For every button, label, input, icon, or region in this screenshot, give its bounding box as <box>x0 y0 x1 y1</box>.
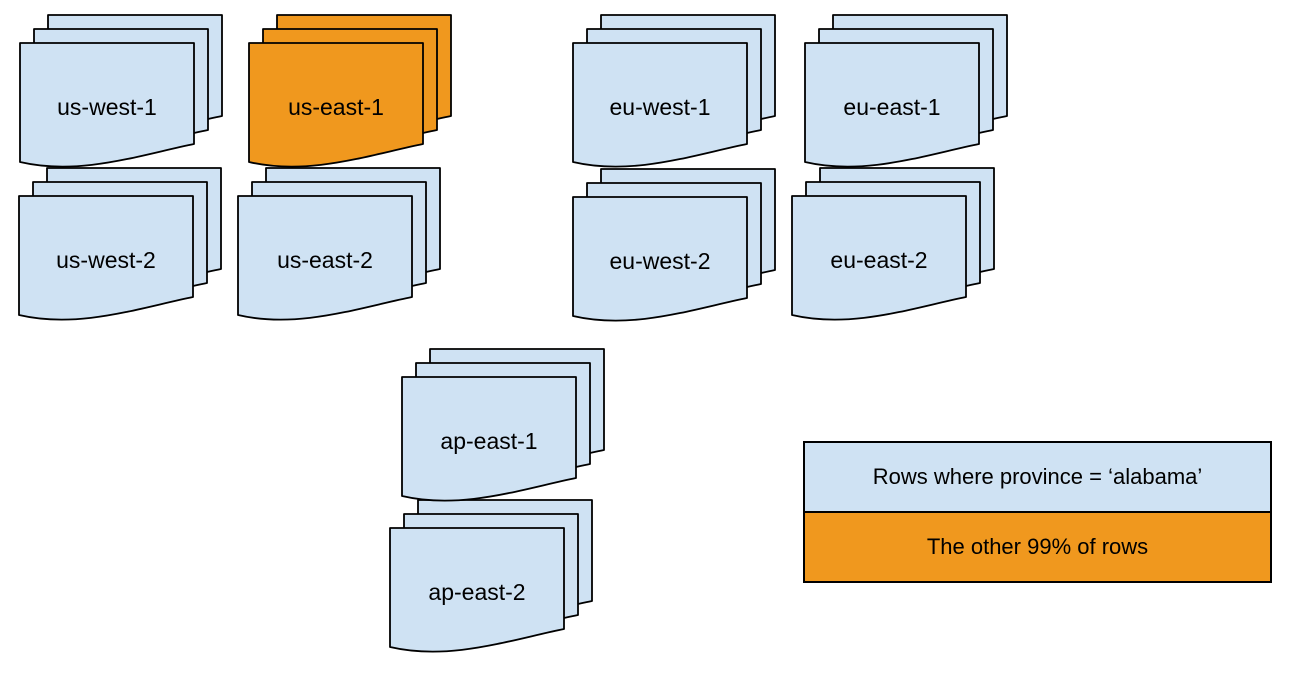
region-label: eu-east-2 <box>830 247 927 273</box>
legend-row-label: The other 99% of rows <box>926 534 1149 559</box>
document-front-icon <box>804 42 980 168</box>
document-front-icon <box>18 195 194 321</box>
region-stack-us-west-1: us-west-1 <box>19 14 230 180</box>
region-stack-eu-west-1: eu-west-1 <box>572 14 783 180</box>
document-stack-icon: us-west-2 <box>18 167 222 321</box>
document-front-icon <box>19 42 195 168</box>
region-stack-ap-east-1: ap-east-1 <box>401 348 612 514</box>
document-stack-icon: eu-east-1 <box>804 14 1008 168</box>
region-label: us-west-2 <box>56 247 156 273</box>
document-stack-icon: us-west-1 <box>19 14 223 168</box>
document-front-icon <box>389 527 565 653</box>
region-label: us-east-2 <box>277 247 373 273</box>
legend-row: Rows where province = ‘alabama’ <box>805 443 1270 513</box>
legend: Rows where province = ‘alabama’ The othe… <box>803 441 1272 583</box>
document-front-icon <box>237 195 413 321</box>
region-label: eu-west-1 <box>610 94 711 120</box>
document-front-icon <box>401 376 577 502</box>
legend-row-label: Rows where province = ‘alabama’ <box>872 464 1203 489</box>
region-stack-eu-east-1: eu-east-1 <box>804 14 1015 180</box>
region-stack-us-west-2: us-west-2 <box>18 167 229 333</box>
legend-row: The other 99% of rows <box>805 513 1270 581</box>
document-stack-icon: eu-west-2 <box>572 168 776 322</box>
region-label: eu-east-1 <box>843 94 940 120</box>
document-stack-icon: us-east-2 <box>237 167 441 321</box>
document-front-icon <box>791 195 967 321</box>
region-label: ap-east-2 <box>428 579 525 605</box>
region-label: us-west-1 <box>57 94 157 120</box>
document-stack-icon: us-east-1 <box>248 14 452 168</box>
document-stack-icon: eu-east-2 <box>791 167 995 321</box>
region-label: ap-east-1 <box>440 428 537 454</box>
document-stack-icon: eu-west-1 <box>572 14 776 168</box>
document-front-icon <box>248 42 424 168</box>
document-stack-icon: ap-east-1 <box>401 348 605 502</box>
region-stack-us-east-2: us-east-2 <box>237 167 448 333</box>
region-stack-us-east-1: us-east-1 <box>248 14 459 180</box>
region-label: eu-west-2 <box>610 248 711 274</box>
region-label: us-east-1 <box>288 94 384 120</box>
document-front-icon <box>572 42 748 168</box>
document-front-icon <box>572 196 748 322</box>
document-stack-icon: ap-east-2 <box>389 499 593 653</box>
region-stack-eu-west-2: eu-west-2 <box>572 168 783 334</box>
region-stack-eu-east-2: eu-east-2 <box>791 167 1002 333</box>
region-stack-ap-east-2: ap-east-2 <box>389 499 600 665</box>
